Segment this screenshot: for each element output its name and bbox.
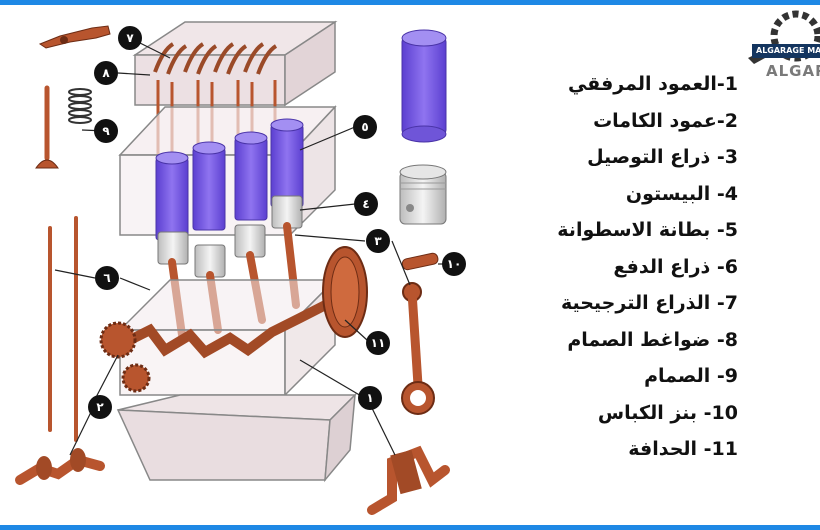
legend-item-piston: 4- البيستون	[625, 182, 738, 205]
push-rods	[48, 216, 78, 442]
top-accent-bar	[0, 0, 820, 5]
crankcase	[118, 278, 337, 397]
callout-10: ١٠	[442, 252, 466, 276]
oil-pan	[116, 393, 357, 483]
cylinder-liners	[155, 118, 304, 241]
pistons	[157, 195, 303, 278]
legend-item-crankshaft: 1-العمود المرفقي	[567, 73, 738, 95]
svg-text:١١: ١١	[371, 336, 386, 350]
logo-banner-text: ALGARAGE MA	[752, 44, 820, 58]
parts-legend: 1-العمود المرفقي 2-عمود الكامات 3- ذراع …	[557, 66, 738, 468]
loose-valve	[35, 85, 59, 169]
leader-lines	[54, 37, 445, 456]
legend-item-cylinder-liner: 5- بطانة الاسطوانة	[557, 219, 738, 241]
legend-item-push-rod: 6- ذراع الدفع	[613, 255, 738, 278]
loose-cylinder-liner	[401, 29, 447, 143]
svg-text:١: ١	[366, 391, 373, 405]
svg-text:٥: ٥	[361, 120, 368, 134]
callout-7: ٧	[118, 26, 142, 50]
callout-5: ٥	[353, 115, 377, 139]
bottom-accent-bar	[0, 525, 820, 530]
callout-4: ٤	[354, 192, 378, 216]
camshaft	[15, 448, 105, 485]
svg-text:٩: ٩	[102, 124, 110, 138]
svg-text:٨: ٨	[102, 66, 110, 80]
legend-item-valve: 9- الصمام	[644, 365, 738, 387]
svg-text:٧: ٧	[126, 31, 134, 45]
svg-text:٢: ٢	[96, 400, 104, 414]
loose-crankshaft	[367, 445, 450, 515]
timing-gears	[99, 321, 151, 393]
piston-pin	[401, 252, 439, 271]
legend-item-piston-pin: 10- بنز الكباس	[597, 401, 738, 424]
rocker-arms	[153, 42, 278, 75]
legend-item-rocker-arm: 7- الذراع الترجيحية	[560, 292, 738, 314]
legend-item-valve-springs: 8- ضواغط الصمام	[567, 328, 738, 351]
callout-11: ١١	[366, 331, 390, 355]
callout-8: ٨	[94, 61, 118, 85]
callout-1: ١	[358, 386, 382, 410]
legend-item-camshaft: 2-عمود الكامات	[593, 109, 738, 132]
loose-piston	[399, 164, 447, 225]
callout-9: ٩	[94, 119, 118, 143]
svg-text:٦: ٦	[103, 271, 110, 285]
crankshaft-inside	[115, 290, 350, 359]
callout-3: ٣	[366, 229, 390, 253]
cylinder-head	[132, 20, 338, 107]
loose-rocker-arm	[38, 25, 111, 49]
legend-item-connecting-rod: 3- ذراع التوصيل	[587, 146, 738, 168]
logo-text: ALGARAGE	[766, 62, 820, 80]
svg-text:١٠: ١٠	[447, 257, 462, 271]
svg-text:٤: ٤	[362, 197, 369, 211]
flywheel	[322, 246, 368, 338]
svg-text:٣: ٣	[374, 234, 382, 248]
callout-6: ٦	[95, 266, 119, 290]
loose-connecting-rod	[401, 282, 435, 415]
callout-2: ٢	[88, 395, 112, 419]
valve-spring	[68, 88, 92, 124]
legend-item-flywheel: 11- الحدافة	[628, 438, 738, 460]
engine-exploded-diagram: ٧ ٨ ٩ ٥ ٤ ٣ ١٠ ٦ ١١ ٢ ١	[15, 20, 466, 515]
